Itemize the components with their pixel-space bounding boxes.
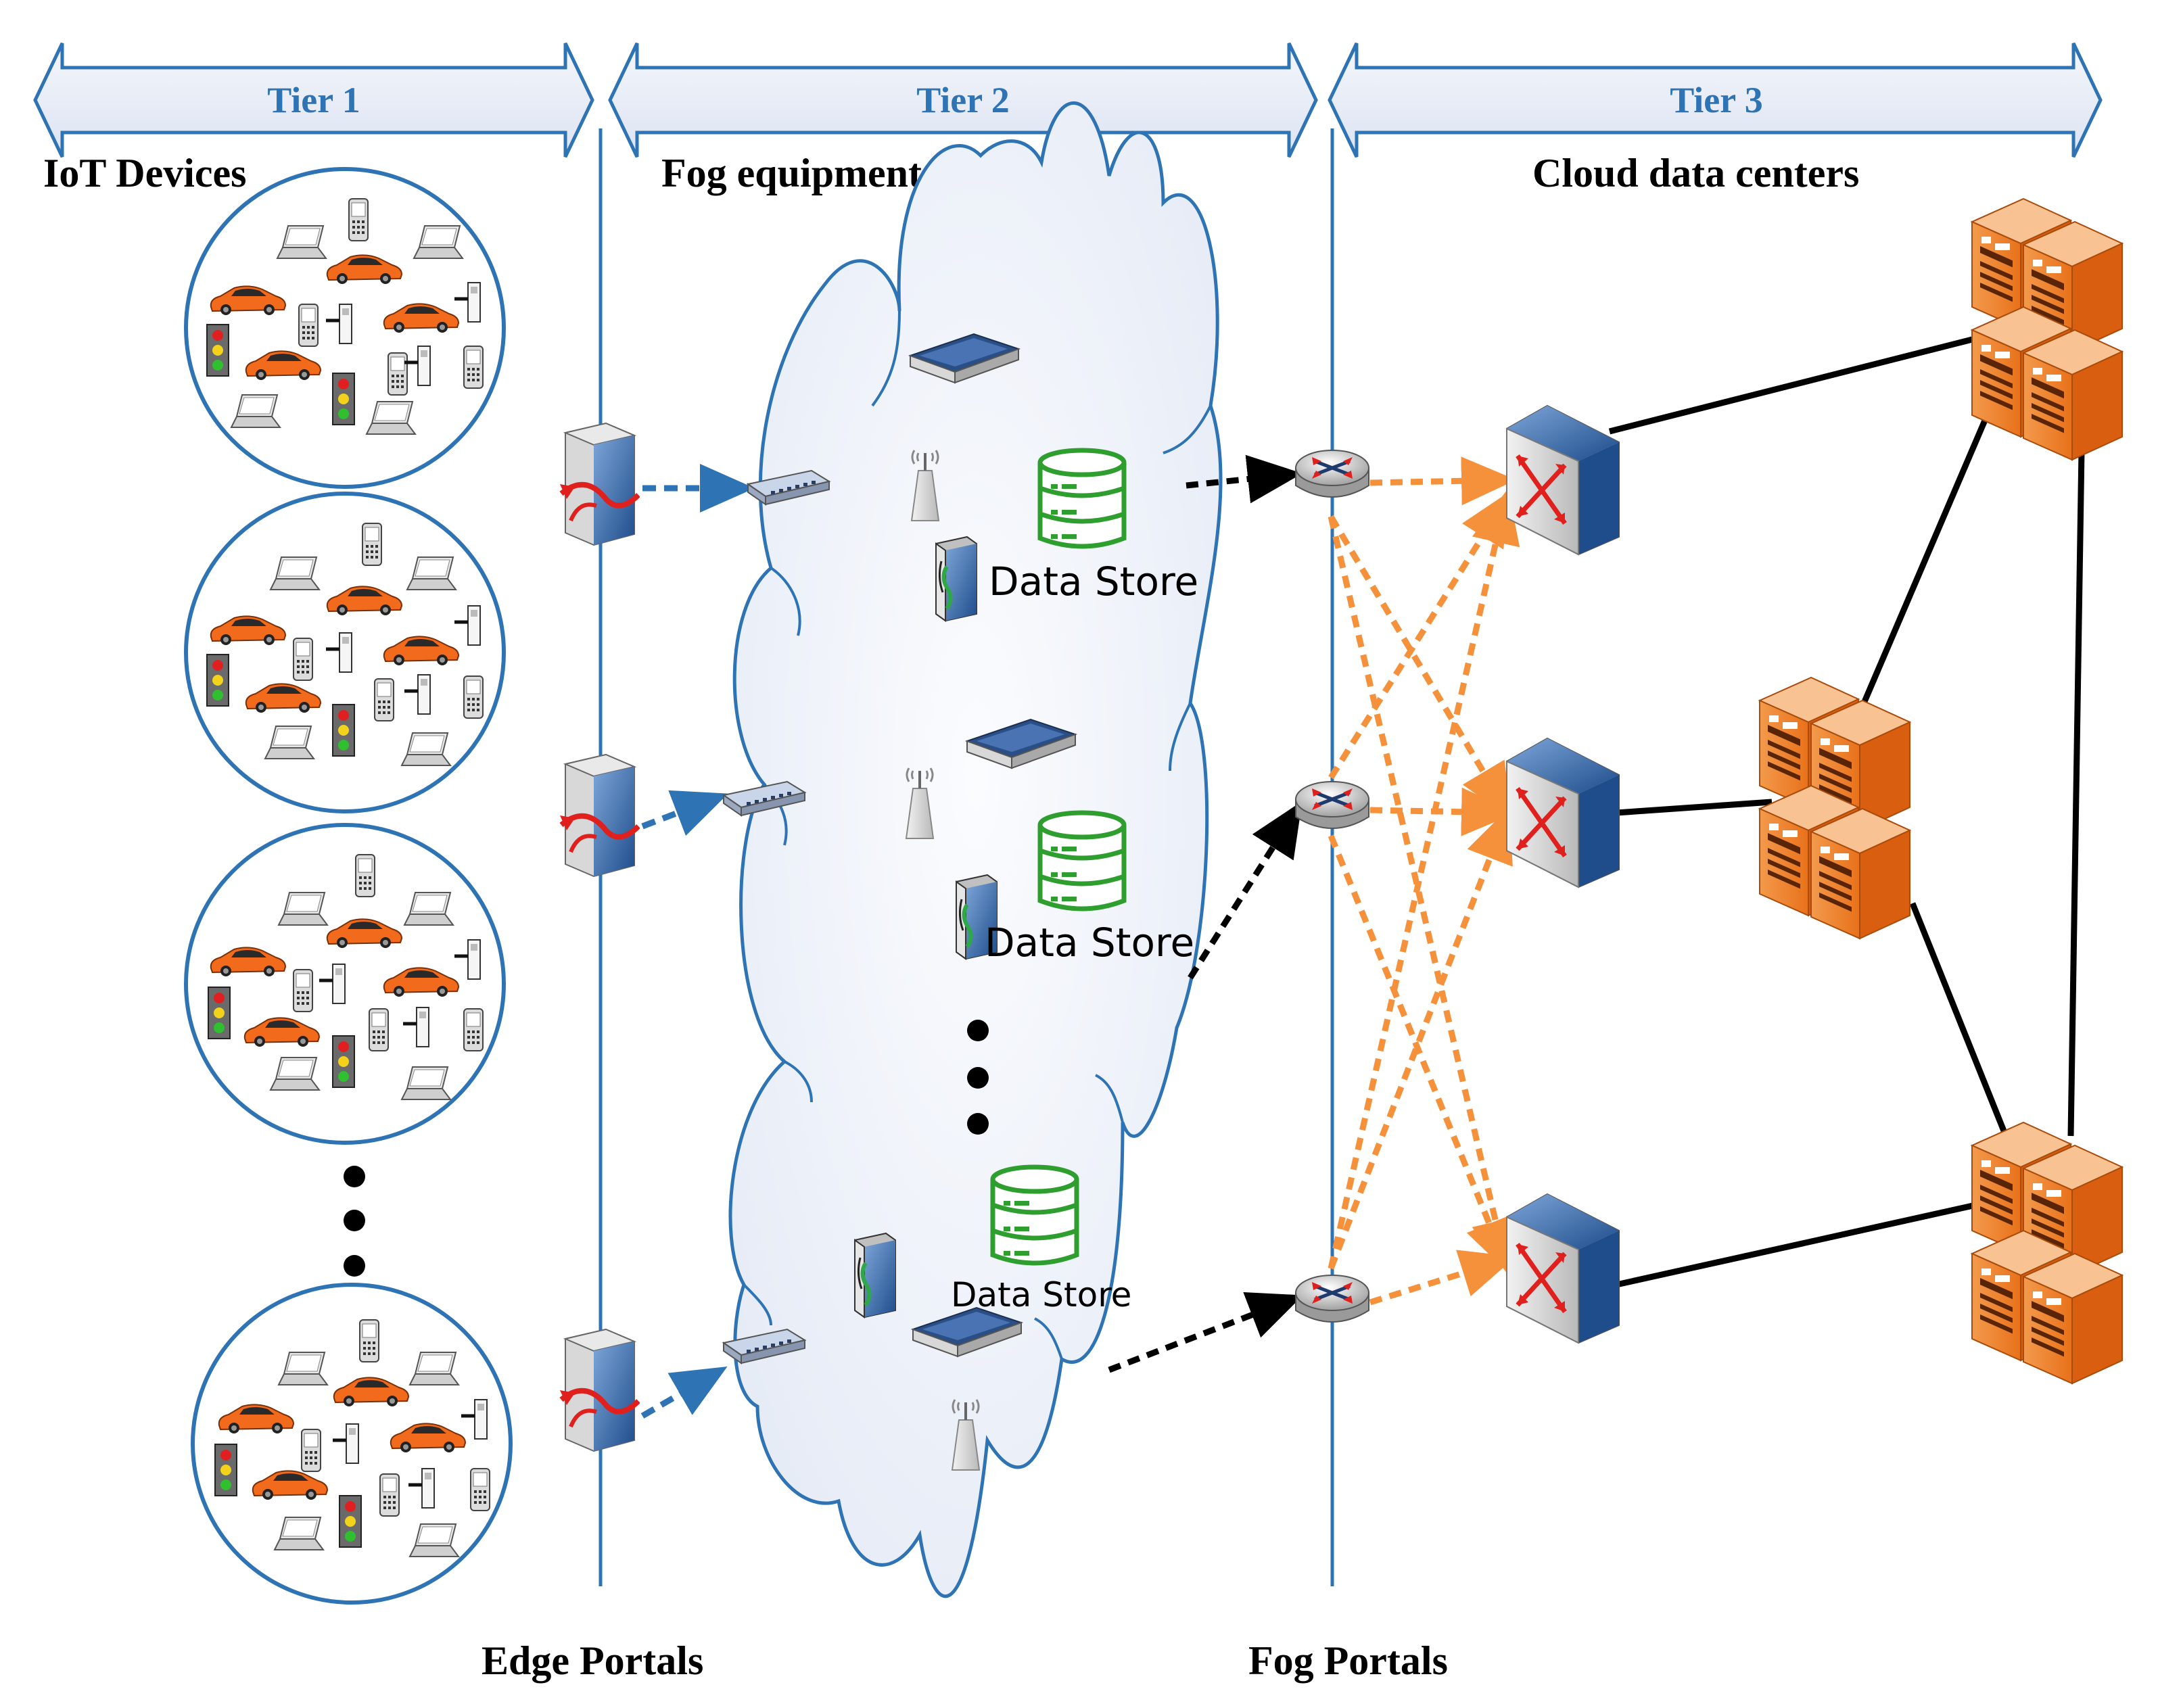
iot-cluster-4 xyxy=(191,1283,513,1605)
cloud-mesh-links xyxy=(1608,332,2086,1288)
traffic-light-icon xyxy=(206,654,229,707)
fog-portals-label: Fog Portals xyxy=(1248,1638,1448,1683)
phone-icon xyxy=(293,638,313,681)
traffic-light-icon xyxy=(332,1035,355,1088)
fog-equipment-heading: Fog equipment xyxy=(661,151,922,195)
router-icon xyxy=(1296,1275,1369,1322)
switch-icon xyxy=(1507,406,1619,554)
phone-icon xyxy=(463,675,484,719)
data-store-label: Data Store xyxy=(985,920,1194,966)
edge-portal-icon xyxy=(560,755,638,876)
data-store-label: Data Store xyxy=(989,559,1198,604)
data-center-3 xyxy=(1971,1122,2123,1384)
phone-icon xyxy=(369,1008,389,1051)
tier-3-arrow: Tier 3 xyxy=(1328,42,2103,158)
server-icon xyxy=(1810,808,1910,939)
tier-1-arrow: Tier 1 xyxy=(33,42,594,158)
phone-icon xyxy=(298,304,319,347)
phone-icon xyxy=(463,1008,484,1051)
data-center-1 xyxy=(1971,198,2123,460)
traffic-light-icon xyxy=(332,704,355,757)
data-store-icon xyxy=(993,1167,1077,1263)
fog-links xyxy=(1108,454,1303,1373)
fog-portal-mesh-links xyxy=(1328,456,1520,1306)
edge-portal-icon xyxy=(560,1329,638,1451)
data-store-icon xyxy=(1040,813,1124,909)
traffic-light-icon xyxy=(332,373,355,425)
data-center-2 xyxy=(1759,677,1910,939)
iot-cluster-ellipsis xyxy=(344,1166,365,1277)
traffic-light-icon xyxy=(208,987,231,1039)
iot-cluster-2 xyxy=(184,492,506,813)
server-icon xyxy=(2023,329,2123,460)
phone-icon xyxy=(359,1319,379,1362)
traffic-light-icon xyxy=(214,1444,237,1496)
fog-server-icon xyxy=(936,537,977,621)
fog-server-icon xyxy=(855,1233,895,1317)
switch-icon xyxy=(1507,1194,1619,1343)
phone-icon xyxy=(301,1429,321,1472)
edge-portal-icon xyxy=(560,423,638,545)
tier-1-label: Tier 1 xyxy=(267,80,360,120)
tier-3-label: Tier 3 xyxy=(1670,80,1763,120)
phone-icon xyxy=(355,854,375,897)
traffic-light-icon xyxy=(339,1495,362,1548)
cloud-data-centers-heading: Cloud data centers xyxy=(1532,151,1859,195)
phone-icon xyxy=(348,198,369,241)
phone-icon xyxy=(379,1473,400,1517)
traffic-light-icon xyxy=(206,324,229,377)
phone-icon xyxy=(293,969,313,1012)
tier-2-label: Tier 2 xyxy=(916,80,1010,120)
phone-icon xyxy=(388,352,408,396)
server-icon xyxy=(2023,1253,2123,1384)
fog-ellipsis xyxy=(967,1020,989,1135)
phone-icon xyxy=(463,346,484,389)
phone-icon xyxy=(362,523,382,566)
data-store-label: Data Store xyxy=(951,1275,1131,1314)
fog-cloud xyxy=(728,101,1223,1598)
switch-icon xyxy=(1507,738,1619,887)
data-store-icon xyxy=(1040,450,1124,546)
tier-2-arrow: Tier 2 xyxy=(608,42,1318,158)
edge-portals-label: Edge Portals xyxy=(482,1638,703,1683)
iot-cluster-1 xyxy=(184,167,506,489)
router-icon xyxy=(1296,782,1369,828)
phone-icon xyxy=(374,678,394,721)
phone-icon xyxy=(470,1468,490,1511)
router-icon xyxy=(1296,450,1369,497)
iot-cluster-3 xyxy=(184,823,506,1145)
edge-links xyxy=(640,464,755,1419)
iot-devices-heading: IoT Devices xyxy=(43,151,247,195)
